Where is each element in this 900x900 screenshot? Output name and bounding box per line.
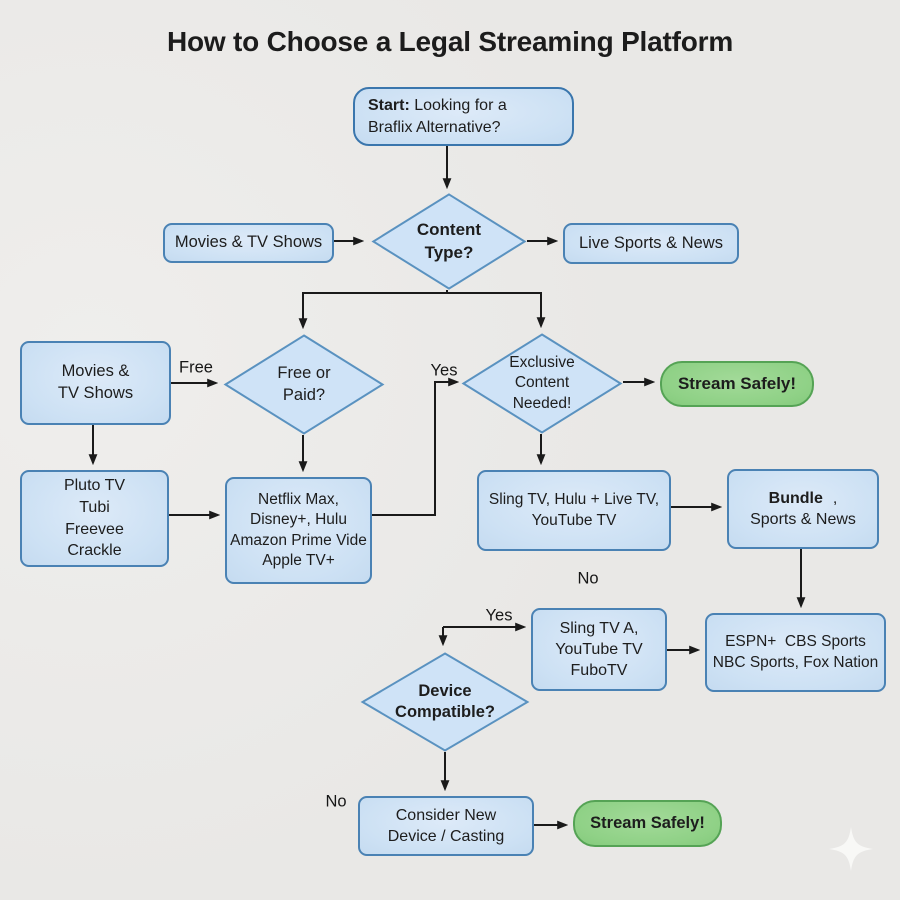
paid-platforms-line2: Disney+, Hulu: [250, 511, 347, 529]
edge-content-to-exclusive: [447, 292, 546, 329]
free-or-paid-decision: Free or Paid?: [223, 334, 385, 435]
free-platforms-line3: Freevee: [65, 520, 124, 538]
movies-tv-shows-top-label: Movies & TV Shows: [174, 233, 323, 252]
diamond-shape: [371, 193, 527, 290]
diamond-shape: [223, 334, 385, 435]
device-line2: Compatible?: [395, 703, 495, 721]
sports-platforms-line1: Sling TV A,: [559, 619, 639, 637]
start-node: Start: Looking for a Braflix Alternative…: [353, 87, 574, 146]
sports-platforms-line3: FuboTV: [570, 662, 628, 680]
paid-platforms-line1: Netflix Max,: [258, 490, 339, 508]
free-platforms-line1: Pluto TV: [63, 477, 126, 495]
movies-left-line1: Movies &: [61, 362, 130, 381]
edge-paidplatforms-to-exclusive: [368, 377, 460, 516]
paid-platforms-line3: Amazon Prime Vide: [230, 531, 367, 549]
bundle-line2: Sports & News: [750, 511, 856, 528]
stream-safely-bottom-label: Stream Safely!: [590, 813, 705, 832]
free-or-paid-line1: Free or: [277, 364, 331, 383]
live-sports-news-node: Live Sports & News: [563, 223, 739, 264]
diamond-shape: [461, 333, 623, 434]
live-sports-news-label: Live Sports & News: [579, 233, 723, 252]
exclusive-content-decision: Exclusive Content Needed!: [461, 333, 623, 434]
consider-device-node: Consider New Device / Casting: [358, 796, 534, 856]
start-prefix: Start:: [368, 97, 410, 115]
live-tv-line2: YouTube TV: [531, 511, 617, 529]
edge-label-yes-exclusive: Yes: [430, 361, 458, 380]
consider-line2: Device / Casting: [387, 828, 505, 845]
movies-tv-shows-top-node: Movies & TV Shows: [163, 223, 334, 263]
movies-left-line2: TV Shows: [57, 384, 134, 402]
exclusive-line2: Content: [514, 374, 570, 392]
exclusive-line3: Needed!: [512, 394, 572, 412]
sports-networks-line2: NBC Sports, Fox Nation: [712, 653, 879, 671]
sports-networks-line1: ESPN+ CBS Sports: [725, 633, 866, 651]
content-type-line2: Type?: [424, 242, 474, 262]
live-tv-platforms-node: Sling TV, Hulu + Live TV, YouTube TV: [477, 470, 671, 551]
edge-label-yes-device: Yes: [485, 606, 513, 625]
sports-platforms-node: Sling TV A, YouTube TV FuboTV: [531, 608, 667, 691]
paid-platforms-node: Netflix Max, Disney+, Hulu Amazon Prime …: [225, 477, 372, 584]
sparkle-watermark-icon: [828, 826, 874, 872]
page-title: How to Choose a Legal Streaming Platform: [166, 26, 734, 57]
edge-label-no-live: No: [577, 569, 599, 588]
paid-platforms-line4: Apple TV+: [262, 551, 335, 569]
device-compatible-decision: Device Compatible?: [360, 652, 530, 752]
free-platforms-node: Pluto TV Tubi Freevee Crackle: [20, 470, 169, 567]
sports-networks-node: ESPN+ CBS Sports NBC Sports, Fox Nation: [705, 613, 886, 692]
content-type-decision: Content Type?: [371, 193, 527, 290]
content-type-line1: Content: [416, 220, 482, 240]
diamond-shape: [360, 652, 530, 752]
bundle-bold-label: Bundle: [768, 489, 823, 507]
edge-label-free: Free: [179, 358, 213, 377]
exclusive-line1: Exclusive: [509, 354, 575, 372]
edge-label-no-device: No: [325, 792, 347, 811]
free-platforms-line4: Crackle: [67, 542, 122, 560]
movies-tv-shows-left-node: Movies & TV Shows: [20, 341, 171, 425]
stream-safely-bottom-node: Stream Safely!: [573, 800, 722, 847]
bundle-comma: ,: [832, 489, 838, 507]
start-line2: Braflix Alternative?: [368, 118, 501, 136]
free-platforms-line2: Tubi: [79, 498, 110, 516]
start-line1: Looking for a: [409, 97, 507, 115]
stream-safely-top-node: Stream Safely!: [660, 361, 814, 407]
consider-line1: Consider New: [395, 806, 497, 824]
sports-platforms-line2: YouTube TV: [555, 640, 643, 658]
device-line1: Device: [418, 681, 472, 700]
edge-content-to-freeorpaid: [298, 290, 448, 330]
free-or-paid-line2: Paid?: [282, 385, 326, 404]
bundle-sports-news-node: Bundle, Sports & News: [727, 469, 879, 549]
stream-safely-top-label: Stream Safely!: [677, 373, 797, 393]
live-tv-line1: Sling TV, Hulu + Live TV,: [488, 491, 660, 509]
